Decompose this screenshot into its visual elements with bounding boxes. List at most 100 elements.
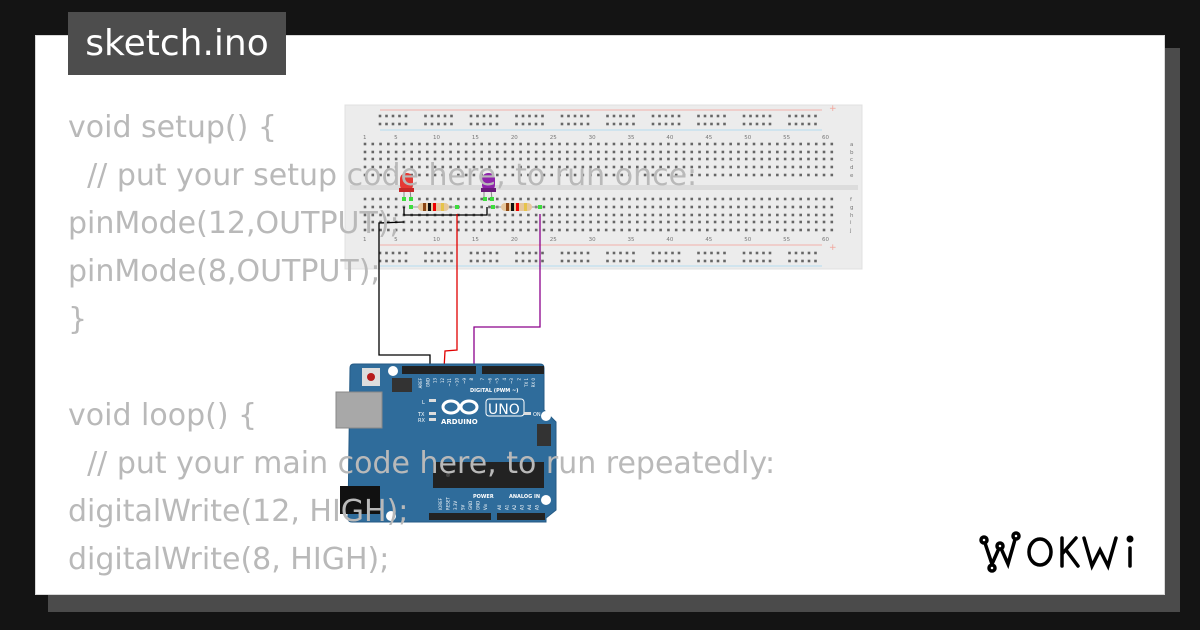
breadboard-hole[interactable] (441, 142, 445, 146)
rail-hole[interactable] (450, 251, 453, 255)
breadboard-hole[interactable] (628, 150, 631, 154)
breadboard-hole[interactable] (503, 165, 507, 169)
rail-hole[interactable] (716, 114, 720, 118)
breadboard-hole[interactable] (433, 220, 437, 224)
breadboard-hole[interactable] (589, 228, 592, 232)
rail-hole[interactable] (391, 259, 395, 263)
breadboard-hole[interactable] (636, 205, 639, 209)
breadboard-hole[interactable] (814, 142, 818, 146)
breadboard-hole[interactable] (371, 220, 375, 224)
breadboard-hole[interactable] (729, 157, 732, 161)
breadboard-hole[interactable] (791, 150, 795, 154)
breadboard-hole[interactable] (394, 213, 398, 217)
breadboard-hole[interactable] (752, 173, 756, 177)
breadboard-hole[interactable] (410, 228, 413, 232)
breadboard-hole[interactable] (799, 165, 802, 169)
breadboard-hole[interactable] (822, 142, 826, 146)
rail-hole[interactable] (742, 122, 746, 126)
rail-hole[interactable] (469, 251, 473, 255)
breadboard-hole[interactable] (729, 142, 732, 146)
breadboard-hole[interactable] (776, 197, 779, 201)
rail-hole[interactable] (378, 251, 382, 255)
rail-hole[interactable] (762, 122, 765, 126)
breadboard-hole[interactable] (425, 150, 429, 154)
rail-hole[interactable] (755, 122, 759, 126)
breadboard-hole[interactable] (480, 173, 483, 177)
breadboard-hole[interactable] (760, 142, 764, 146)
breadboard-hole[interactable] (371, 165, 375, 169)
breadboard-hole[interactable] (394, 150, 398, 154)
rail-hole[interactable] (619, 114, 622, 118)
breadboard-hole[interactable] (799, 150, 802, 154)
breadboard-hole[interactable] (542, 173, 546, 177)
resistor-2[interactable] (491, 203, 542, 211)
rail-hole[interactable] (515, 122, 518, 126)
breadboard-hole[interactable] (690, 213, 694, 217)
breadboard-hole[interactable] (744, 220, 748, 224)
breadboard-hole[interactable] (721, 220, 725, 224)
breadboard-hole[interactable] (464, 173, 468, 177)
breadboard-hole[interactable] (519, 150, 522, 154)
breadboard-hole[interactable] (620, 173, 624, 177)
breadboard-hole[interactable] (674, 173, 678, 177)
breadboard-hole[interactable] (698, 213, 701, 217)
breadboard-hole[interactable] (495, 157, 499, 161)
breadboard-hole[interactable] (659, 142, 662, 146)
breadboard-hole[interactable] (830, 228, 834, 232)
breadboard-hole[interactable] (776, 205, 779, 209)
breadboard-hole[interactable] (737, 213, 740, 217)
breadboard-hole[interactable] (604, 150, 608, 154)
breadboard-hole[interactable] (729, 220, 732, 224)
breadboard-hole[interactable] (565, 220, 569, 224)
wire-pin12[interactable] (443, 214, 458, 370)
breadboard-hole[interactable] (597, 205, 600, 209)
breadboard-hole[interactable] (425, 165, 429, 169)
breadboard-hole[interactable] (433, 157, 437, 161)
breadboard-hole[interactable] (418, 157, 421, 161)
breadboard-hole[interactable] (472, 197, 476, 201)
breadboard-hole[interactable] (643, 173, 647, 177)
breadboard-hole[interactable] (542, 220, 546, 224)
breadboard-hole[interactable] (387, 213, 390, 217)
rail-hole[interactable] (632, 251, 635, 255)
rail-hole[interactable] (430, 259, 434, 263)
breadboard-hole[interactable] (410, 157, 413, 161)
breadboard-hole[interactable] (636, 150, 639, 154)
breadboard-hole[interactable] (573, 220, 577, 224)
breadboard-hole[interactable] (659, 197, 662, 201)
rail-hole[interactable] (541, 259, 544, 263)
breadboard-hole[interactable] (814, 157, 818, 161)
breadboard-hole[interactable] (464, 142, 468, 146)
breadboard-hole[interactable] (760, 228, 764, 232)
breadboard-hole[interactable] (363, 213, 367, 217)
breadboard-hole[interactable] (387, 197, 390, 201)
breadboard-hole[interactable] (488, 157, 491, 161)
breadboard-hole[interactable] (503, 197, 507, 201)
breadboard-hole[interactable] (534, 197, 538, 201)
breadboard-hole[interactable] (791, 220, 795, 224)
rail-hole[interactable] (398, 259, 401, 263)
breadboard-hole[interactable] (387, 205, 390, 209)
breadboard-hole[interactable] (425, 173, 429, 177)
breadboard-hole[interactable] (690, 165, 694, 169)
breadboard-hole[interactable] (565, 197, 569, 201)
breadboard-hole[interactable] (457, 157, 460, 161)
breadboard-hole[interactable] (636, 220, 639, 224)
rail-hole[interactable] (378, 122, 382, 126)
rail-hole[interactable] (521, 251, 525, 255)
rail-hole[interactable] (671, 259, 674, 263)
breadboard-hole[interactable] (807, 157, 810, 161)
breadboard-hole[interactable] (542, 197, 546, 201)
breadboard-hole[interactable] (628, 205, 631, 209)
rail-hole[interactable] (430, 251, 434, 255)
file-tab[interactable]: sketch.ino (68, 12, 286, 75)
breadboard-hole[interactable] (776, 157, 779, 161)
breadboard-hole[interactable] (441, 228, 445, 232)
rail-hole[interactable] (580, 114, 583, 118)
breadboard-hole[interactable] (387, 142, 390, 146)
breadboard-hole[interactable] (363, 142, 367, 146)
rail-hole[interactable] (424, 251, 427, 255)
breadboard-hole[interactable] (791, 173, 795, 177)
rail-hole[interactable] (528, 122, 531, 126)
breadboard-hole[interactable] (682, 142, 686, 146)
